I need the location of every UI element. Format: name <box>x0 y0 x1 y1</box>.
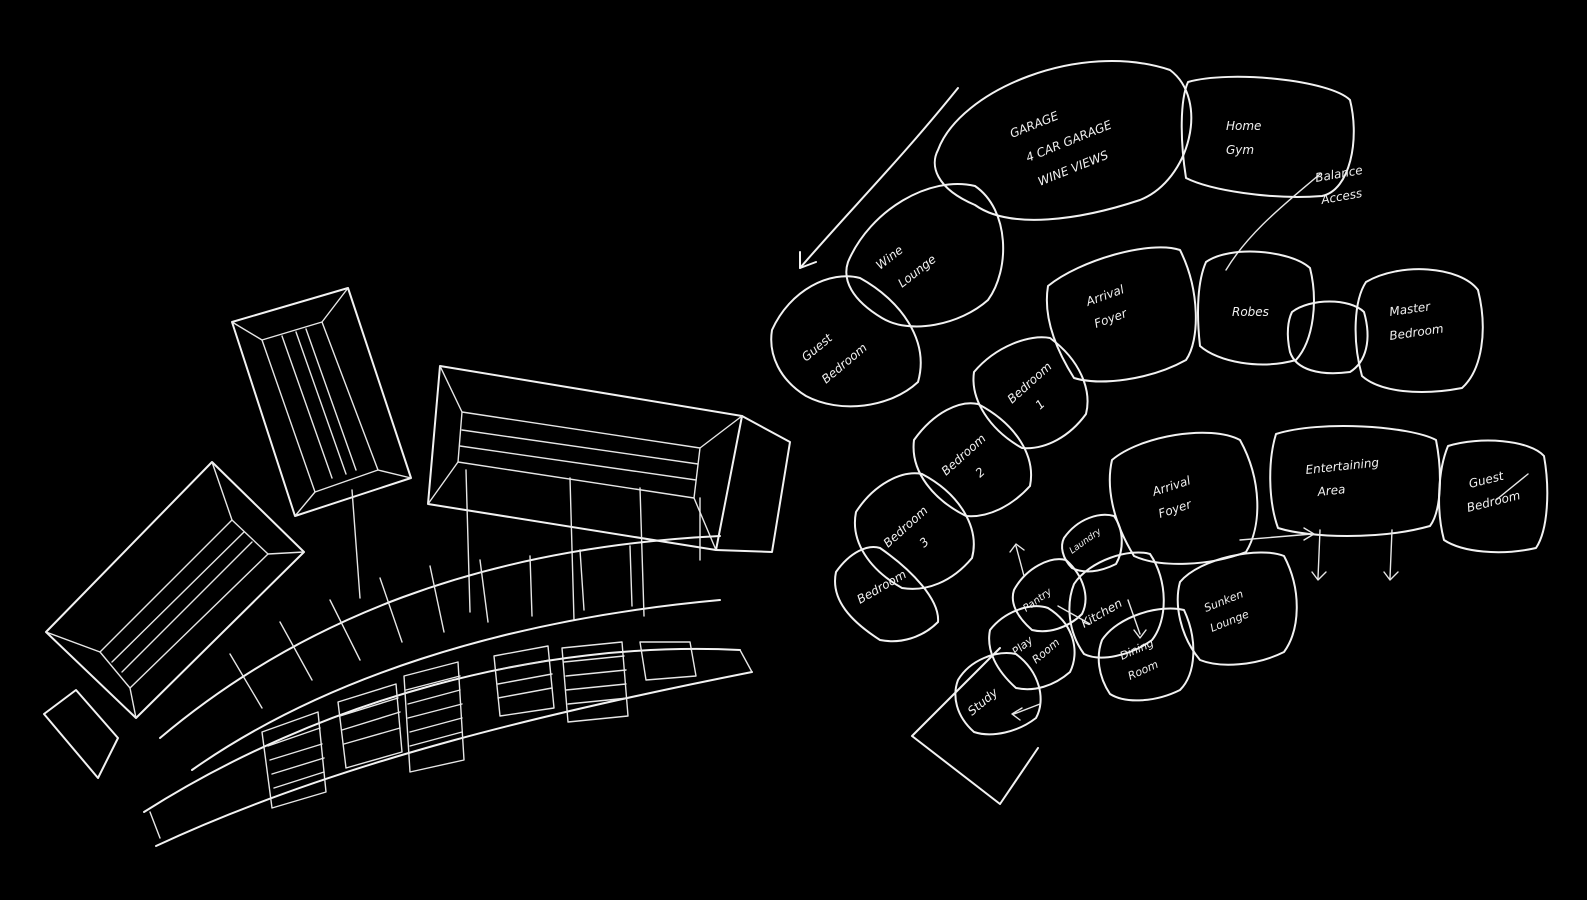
label-bedroom-2b: 2 <box>973 465 988 481</box>
massing-block-vertical <box>231 287 412 599</box>
bubble-play-room: Play Room <box>988 605 1076 691</box>
bubble-bedroom-1: Bedroom 1 <box>972 336 1089 450</box>
label-arrival-foyer-lower-1: Arrival <box>1150 473 1193 499</box>
label-robes: Robes <box>1232 305 1269 319</box>
bubble-master-bedroom: Master Bedroom <box>1354 268 1484 393</box>
bubble-guest-bedroom-1: Guest Bedroom <box>770 275 922 408</box>
label-home-gym-2: Gym <box>1226 143 1254 157</box>
label-arrival-foyer-upper-2: Foyer <box>1092 306 1129 331</box>
bubble-bedroom-2: Bedroom 2 <box>912 402 1032 518</box>
bubble-wine-lounge: Wine Lounge <box>845 183 1005 328</box>
massing-sketch <box>43 287 791 847</box>
label-dining-room-2: Room <box>1126 658 1160 683</box>
label-guest-bedroom-2b: Bedroom <box>1465 488 1521 515</box>
label-bedroom-1a: Bedroom <box>1005 359 1055 406</box>
bubble-study: Study <box>954 652 1042 736</box>
label-arrival-foyer-lower-2: Foyer <box>1157 497 1194 521</box>
label-arrival-foyer-upper-1: Arrival <box>1083 282 1126 309</box>
bubble-diagram: GARAGE 4 CAR GARAGE WINE VIEWS Home Gym … <box>770 60 1549 805</box>
label-entertaining-area-1: Entertaining <box>1305 455 1380 477</box>
label-garage-1: GARAGE <box>1008 109 1061 141</box>
bubble-dining-room: Dining Room <box>1097 607 1195 702</box>
massing-ground-plinth <box>143 641 753 847</box>
label-dining-room-1: Dining <box>1118 636 1156 662</box>
bubble-guest-bedroom-2: Guest Bedroom <box>1438 439 1549 554</box>
bubble-home-gym: Home Gym <box>1180 75 1355 198</box>
massing-podium-band <box>159 535 721 771</box>
massing-block-long <box>427 365 791 621</box>
bubble-ensuite-link <box>1286 300 1369 375</box>
note-balance-access: Balance Access <box>1225 163 1364 271</box>
lower-wing-envelope <box>911 647 1039 805</box>
label-study: Study <box>965 685 1001 719</box>
label-bedroom-3b: 3 <box>917 535 932 551</box>
label-guest-bedroom-2a: Guest <box>1467 468 1506 490</box>
bubble-laundry: Laundry <box>1061 513 1123 573</box>
arrow-head <box>799 251 817 269</box>
label-balance-access-2: Access <box>1319 186 1363 207</box>
louvre-panels <box>261 641 697 809</box>
bubble-bedroom-4: Bedroom <box>834 546 940 643</box>
bubble-garage: GARAGE 4 CAR GARAGE WINE VIEWS <box>933 60 1193 221</box>
bubble-arrival-foyer-upper: Arrival Foyer <box>1045 246 1197 383</box>
label-home-gym-1: Home <box>1226 119 1261 133</box>
bubble-entertaining-area: Entertaining Area <box>1239 425 1441 581</box>
circulation-arrow <box>799 87 959 269</box>
label-master-bedroom-1: Master <box>1388 299 1432 319</box>
massing-block-left <box>43 461 305 779</box>
label-laundry: Laundry <box>1068 526 1104 556</box>
label-wine-lounge-1: Wine <box>873 243 905 273</box>
bubble-sunken-lounge: Sunken Lounge <box>1176 551 1298 666</box>
label-entertaining-area-2: Area <box>1316 482 1346 499</box>
bubble-pantry: Pantry <box>1009 543 1087 633</box>
bubble-bedroom-3: Bedroom 3 <box>853 472 975 590</box>
label-wine-lounge-2: Lounge <box>895 252 938 290</box>
label-play-room-2: Room <box>1030 636 1063 666</box>
label-balance-access-1: Balance <box>1314 163 1364 185</box>
bubble-robes: Robes <box>1197 250 1315 366</box>
label-master-bedroom-2: Bedroom <box>1388 322 1444 343</box>
label-bedroom-1b: 1 <box>1033 397 1048 413</box>
bubble-arrival-foyer-lower: Arrival Foyer <box>1108 431 1259 565</box>
label-guest-bedroom-1a: Guest <box>799 330 836 364</box>
